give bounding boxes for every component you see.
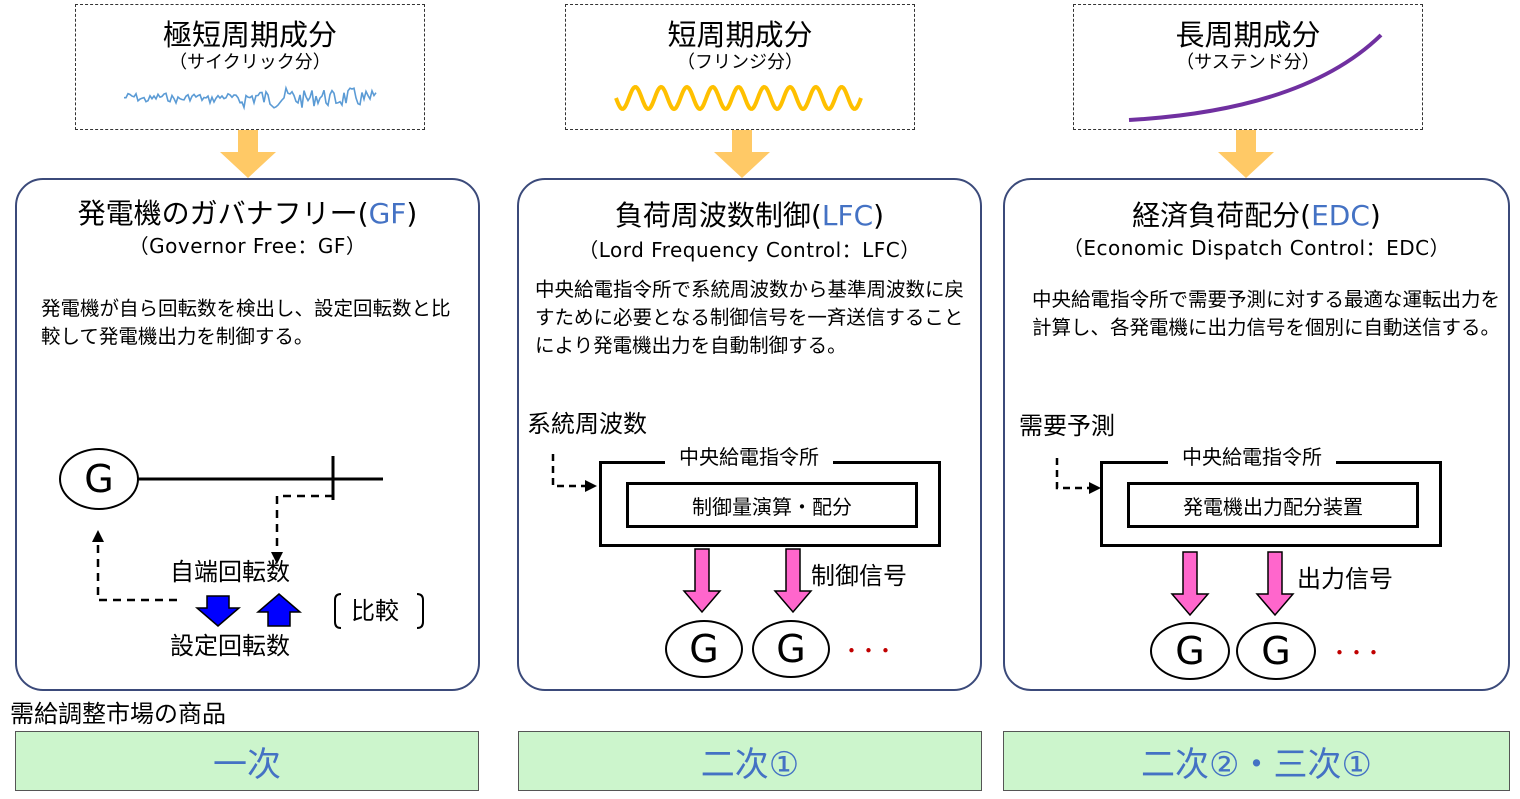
product-primary: 一次 [15,731,479,791]
panel-acronym: LFC [821,199,874,232]
panel-acronym: EDC [1311,199,1370,232]
central-dispatch-center-box: 制御量演算・配分 [599,461,941,547]
control-calculation-box: 制御量演算・配分 [626,482,918,528]
lfc-diagram-lines [551,454,597,492]
more-generators-ellipsis: ･･･ [845,637,897,667]
edc-diagram-lines [1055,458,1101,494]
output-allocation-device-box: 発電機出力配分装置 [1127,482,1419,528]
generator-icon: G [665,620,743,678]
down-arrow-icon [1218,130,1274,178]
sustained-trend-curve-icon [1128,33,1383,122]
control-signal-label: 制御信号 [811,562,907,590]
component-title: 長周期成分 [1175,18,1321,52]
generator-icon: G [1236,622,1316,680]
panel-load-frequency-control: 負荷周波数制御(LFC) （Lord Frequency Control：LFC… [517,178,982,691]
panel-description: 発電機が自ら回転数を検出し、設定回転数と比較して発電機出力を制御する。 [41,297,451,348]
panel-title: 経済負荷配分(EDC) [1132,199,1381,232]
panel-acronym: GF [368,197,407,230]
cyclic-noise-waveform-icon [124,85,377,111]
central-dispatch-center-box: 発電機出力配分装置 [1100,461,1442,547]
own-speed-label: 自端回転数 [170,558,290,586]
panel-subtitle: （Economic Dispatch Control：EDC） [1062,236,1451,260]
generator-icon: G [1150,622,1230,680]
input-label: 需要予測 [1019,412,1115,440]
component-box-sustained: 長周期成分 （サステンド分） [1073,4,1423,130]
panel-title: 負荷周波数制御(LFC) [614,199,885,232]
component-title: 短周期成分 [667,18,813,52]
more-generators-ellipsis: ･･･ [1333,639,1385,669]
panel-description: 中央給電指令所で系統周波数から基準周波数に戻すために必要となる制御信号を一斉送信… [535,278,965,357]
component-box-cyclic: 極短周期成分 （サイクリック分） [75,4,425,130]
product-secondary-2-tertiary-1: 二次②・三次① [1003,731,1510,791]
down-arrow-icon [714,130,770,178]
product-secondary-1: 二次① [518,731,982,791]
input-label: 系統周波数 [527,410,647,438]
governor-diagram-lines [92,456,424,629]
component-subtitle: （フリンジ分） [677,52,803,73]
component-box-fringe: 短周期成分 （フリンジ分） [565,4,915,130]
output-signal-label: 出力信号 [1297,565,1393,593]
set-speed-label: 設定回転数 [170,632,290,660]
market-products-label: 需給調整市場の商品 [10,700,226,728]
central-dispatch-center-label: 中央給電指令所 [1168,445,1336,469]
panel-economic-dispatch-control: 経済負荷配分(EDC) （Economic Dispatch Control：E… [1003,178,1510,691]
panel-governor-free: 発電機のガバナフリー(GF) （Governor Free：GF） 発電機が自ら… [15,178,480,691]
down-arrow-icon [220,130,276,178]
panel-subtitle: （Governor Free：GF） [128,234,367,258]
generator-icon: G [752,620,830,678]
fringe-sine-waveform-icon [614,84,863,112]
panel-description: 中央給電指令所で需要予測に対する最適な運転出力を計算し、各発電機に出力信号を個別… [1032,288,1501,339]
component-subtitle: （サイクリック分） [169,52,331,73]
component-subtitle: （サステンド分） [1176,52,1320,73]
generator-icon: G [59,448,139,510]
component-title: 極短周期成分 [162,18,337,52]
panel-subtitle: （Lord Frequency Control：LFC） [578,238,921,262]
panel-title: 発電機のガバナフリー(GF) [77,197,418,230]
output-signal-arrows [1170,551,1295,617]
control-signal-arrows [682,548,813,614]
compare-label: 比較 [351,597,399,625]
central-dispatch-center-label: 中央給電指令所 [665,445,833,469]
